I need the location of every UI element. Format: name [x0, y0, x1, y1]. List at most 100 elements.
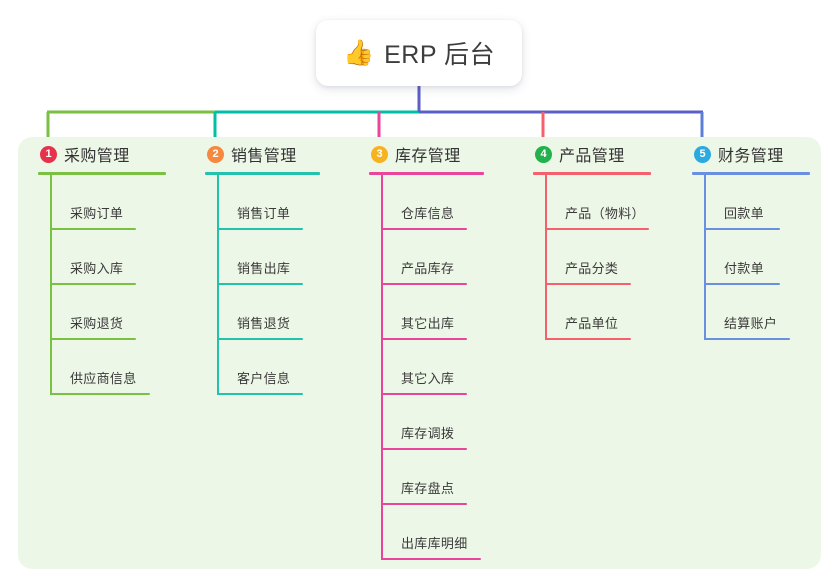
leaf-rule	[217, 338, 303, 340]
branch-leaf-list: 产品（物料） 产品分类产品单位	[533, 175, 651, 340]
branch-title: 产品管理	[559, 148, 625, 165]
leaf-node[interactable]: 销售出库	[217, 230, 303, 285]
leaf-rule	[381, 228, 467, 230]
leaf-label: 仓库信息	[401, 206, 455, 221]
branch-spine	[545, 175, 547, 340]
branch-header[interactable]: 1 采购管理	[38, 137, 166, 171]
leaf-label: 客户信息	[237, 371, 291, 386]
leaf-label: 出库库明细	[401, 536, 468, 551]
leaf-node[interactable]: 产品（物料）	[545, 175, 649, 230]
leaf-rule	[545, 283, 631, 285]
branch-header[interactable]: 2 销售管理	[205, 137, 320, 171]
branch-spine	[381, 175, 383, 560]
branch-title: 采购管理	[64, 148, 130, 165]
branch-number-badge: 1	[40, 145, 57, 163]
leaf-label: 产品库存	[401, 261, 455, 276]
branch-leaf-list: 采购订单采购入库采购退货供应商信息	[38, 175, 166, 395]
root-node[interactable]: 👍 ERP 后台	[316, 20, 522, 86]
leaf-node[interactable]: 产品分类	[545, 230, 631, 285]
leaf-rule	[50, 393, 150, 395]
leaf-node[interactable]: 产品库存	[381, 230, 467, 285]
leaf-rule	[217, 228, 303, 230]
leaf-label: 采购订单	[70, 206, 124, 221]
leaf-node[interactable]: 供应商信息	[50, 340, 150, 395]
leaf-label: 采购退货	[70, 316, 124, 331]
leaf-rule	[704, 228, 780, 230]
leaf-node[interactable]: 出库库明细	[381, 505, 481, 560]
leaf-label: 供应商信息	[70, 371, 137, 386]
branch-spine	[704, 175, 706, 340]
leaf-node[interactable]: 客户信息	[217, 340, 303, 395]
leaf-node[interactable]: 库存调拨	[381, 395, 467, 450]
branch-column: 4 产品管理产品（物料） 产品分类产品单位	[533, 137, 651, 340]
leaf-rule	[704, 283, 780, 285]
leaf-node[interactable]: 销售退货	[217, 285, 303, 340]
leaf-node[interactable]: 仓库信息	[381, 175, 467, 230]
branch-number-badge: 4	[535, 145, 552, 163]
leaf-rule	[381, 393, 467, 395]
branch-column: 2 销售管理销售订单销售出库销售退货客户信息	[205, 137, 320, 395]
leaf-rule	[381, 448, 467, 450]
leaf-label: 产品分类	[565, 261, 619, 276]
leaf-node[interactable]: 其它出库	[381, 285, 467, 340]
leaf-rule	[545, 228, 649, 230]
leaf-label: 产品单位	[565, 316, 619, 331]
branch-leaf-list: 仓库信息产品库存其它出库其它入库库存调拨库存盘点出库库明细	[369, 175, 484, 560]
branch-spine	[217, 175, 219, 395]
leaf-node[interactable]: 付款单	[704, 230, 780, 285]
branch-leaf-list: 回款单付款单结算账户	[692, 175, 810, 340]
leaf-label: 库存盘点	[401, 481, 455, 496]
leaf-label: 回款单	[724, 206, 764, 221]
branch-header[interactable]: 5 财务管理	[692, 137, 810, 171]
branch-title: 库存管理	[395, 148, 461, 165]
branch-number-badge: 3	[371, 145, 388, 163]
leaf-label: 销售订单	[237, 206, 291, 221]
branch-column: 5 财务管理回款单付款单结算账户	[692, 137, 810, 340]
leaf-rule	[50, 338, 136, 340]
branch-header-rule	[692, 172, 810, 175]
leaf-label: 其它出库	[401, 316, 455, 331]
branch-header[interactable]: 4 产品管理	[533, 137, 651, 171]
leaf-node[interactable]: 其它入库	[381, 340, 467, 395]
leaf-node[interactable]: 产品单位	[545, 285, 631, 340]
branch-number-badge: 2	[207, 145, 224, 163]
branch-header-rule	[38, 172, 166, 175]
leaf-label: 其它入库	[401, 371, 455, 386]
leaf-rule	[381, 338, 467, 340]
leaf-rule	[381, 283, 467, 285]
leaf-label: 结算账户	[724, 316, 778, 331]
leaf-rule	[381, 503, 467, 505]
leaf-node[interactable]: 库存盘点	[381, 450, 467, 505]
leaf-node[interactable]: 结算账户	[704, 285, 790, 340]
leaf-node[interactable]: 采购订单	[50, 175, 136, 230]
branch-title: 财务管理	[718, 148, 784, 165]
leaf-label: 销售退货	[237, 316, 291, 331]
leaf-rule	[50, 283, 136, 285]
branch-leaf-list: 销售订单销售出库销售退货客户信息	[205, 175, 320, 395]
leaf-label: 采购入库	[70, 261, 124, 276]
leaf-rule	[50, 228, 136, 230]
branches-panel: 1 采购管理采购订单采购入库采购退货供应商信息 2 销售管理销售订单销售出库销售退货客…	[18, 137, 821, 569]
leaf-label: 销售出库	[237, 261, 291, 276]
branch-header-rule	[369, 172, 484, 175]
leaf-rule	[381, 558, 481, 560]
branch-title: 销售管理	[231, 148, 297, 165]
leaf-node[interactable]: 采购退货	[50, 285, 136, 340]
leaf-rule	[217, 283, 303, 285]
thumbs-up-icon: 👍	[342, 38, 375, 67]
branch-column: 3 库存管理仓库信息产品库存其它出库其它入库库存调拨库存盘点出库库明细	[369, 137, 484, 560]
leaf-rule	[217, 393, 303, 395]
branch-spine	[50, 175, 52, 395]
root-title: ERP 后台	[384, 41, 496, 69]
leaf-node[interactable]: 采购入库	[50, 230, 136, 285]
leaf-label: 付款单	[724, 261, 764, 276]
branch-header-rule	[205, 172, 320, 175]
leaf-rule	[704, 338, 790, 340]
leaf-node[interactable]: 销售订单	[217, 175, 303, 230]
leaf-rule	[545, 338, 631, 340]
branch-number-badge: 5	[694, 145, 711, 163]
branch-header-rule	[533, 172, 651, 175]
branch-header[interactable]: 3 库存管理	[369, 137, 484, 171]
leaf-node[interactable]: 回款单	[704, 175, 780, 230]
